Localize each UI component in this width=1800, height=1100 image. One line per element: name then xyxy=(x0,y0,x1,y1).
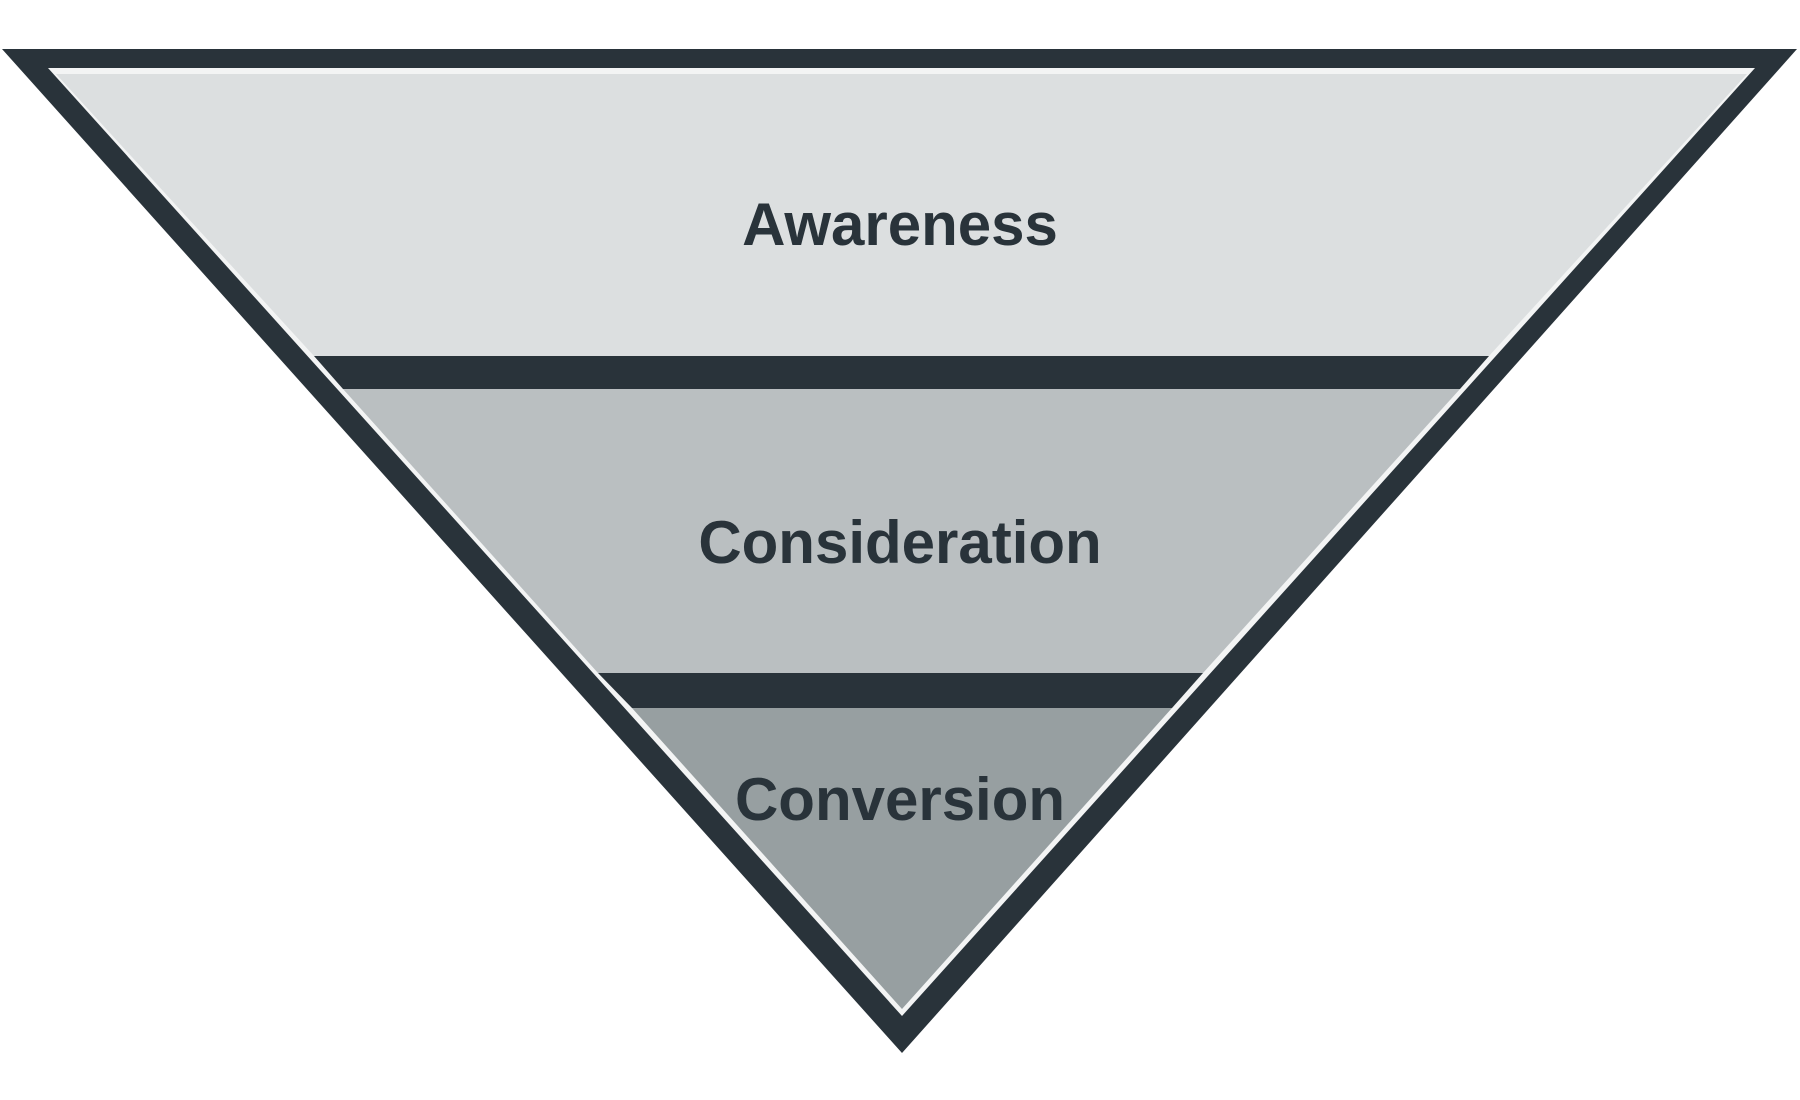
awareness-label: Awareness xyxy=(742,191,1058,258)
consideration-label: Consideration xyxy=(698,509,1101,576)
conversion-band xyxy=(632,708,1172,1009)
awareness-band xyxy=(56,74,1747,356)
divider-consideration-conversion xyxy=(598,673,1203,708)
conversion-label: Conversion xyxy=(735,766,1065,833)
divider-awareness-consideration xyxy=(314,356,1489,389)
consideration-band xyxy=(343,389,1460,673)
